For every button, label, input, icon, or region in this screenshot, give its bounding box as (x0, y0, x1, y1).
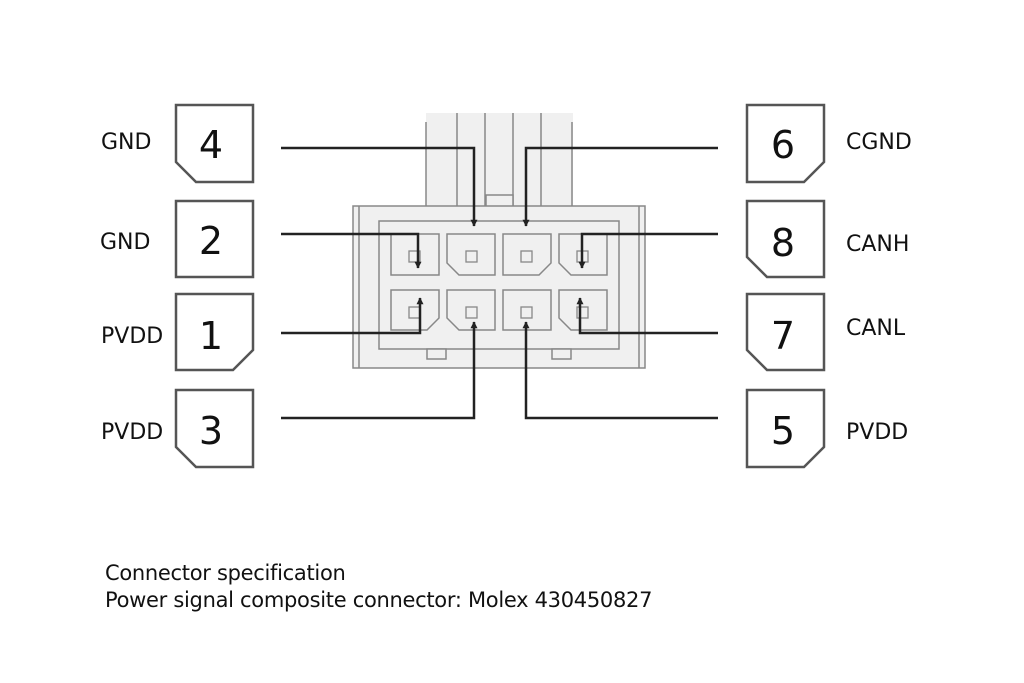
cavity-pin-1 (390, 289, 440, 331)
cavity-pin-5 (502, 289, 552, 331)
pin-number: 4 (199, 123, 223, 167)
leader-pin-8 (578, 232, 718, 269)
pin-box-3: 3 PVDD (101, 388, 255, 469)
pin-number: 3 (199, 409, 223, 453)
pin-box-2: 2 GND (100, 199, 255, 279)
signal-label: PVDD (101, 324, 163, 349)
cavity-pin-6 (502, 233, 552, 276)
signal-label: CANH (846, 232, 909, 257)
cavity-pin-7 (558, 289, 608, 331)
pin-box-8: 8 CANH (745, 199, 909, 279)
signal-label: PVDD (101, 420, 163, 445)
signal-label: CGND (846, 130, 912, 155)
caption-title: Connector specification (105, 561, 346, 585)
pin-number: 5 (771, 409, 795, 453)
signal-label: CANL (846, 316, 906, 341)
signal-label: GND (101, 130, 151, 155)
signal-label: GND (100, 230, 150, 255)
pin-number: 1 (199, 314, 223, 358)
pin-number: 8 (771, 221, 795, 265)
leader-pin-1 (281, 297, 424, 335)
caption-connector-spec: Power signal composite connector: Molex … (105, 588, 653, 612)
leader-pin-3 (281, 321, 478, 420)
leader-pin-5 (522, 321, 718, 420)
pin-number: 7 (771, 314, 795, 358)
pin-box-7: 7 CANL (745, 292, 906, 372)
leader-pin-2 (281, 232, 422, 269)
signal-label: PVDD (846, 420, 908, 445)
pin-number: 2 (199, 219, 223, 263)
leader-pin-6 (522, 146, 718, 227)
connector-body (352, 113, 646, 369)
pin-box-5: 5 PVDD (745, 388, 908, 469)
leader-lines (281, 146, 718, 420)
cavity-pin-2 (390, 233, 440, 276)
cavity-pin-4 (446, 233, 496, 276)
pin-number: 6 (771, 123, 795, 167)
pin-box-6: 6 CGND (745, 103, 912, 184)
cavity-pin-3 (446, 289, 496, 331)
leader-pin-7 (576, 297, 718, 335)
pin-box-1: 1 PVDD (101, 292, 255, 372)
leader-pin-4 (281, 146, 478, 227)
pin-box-4: 4 GND (101, 103, 255, 184)
